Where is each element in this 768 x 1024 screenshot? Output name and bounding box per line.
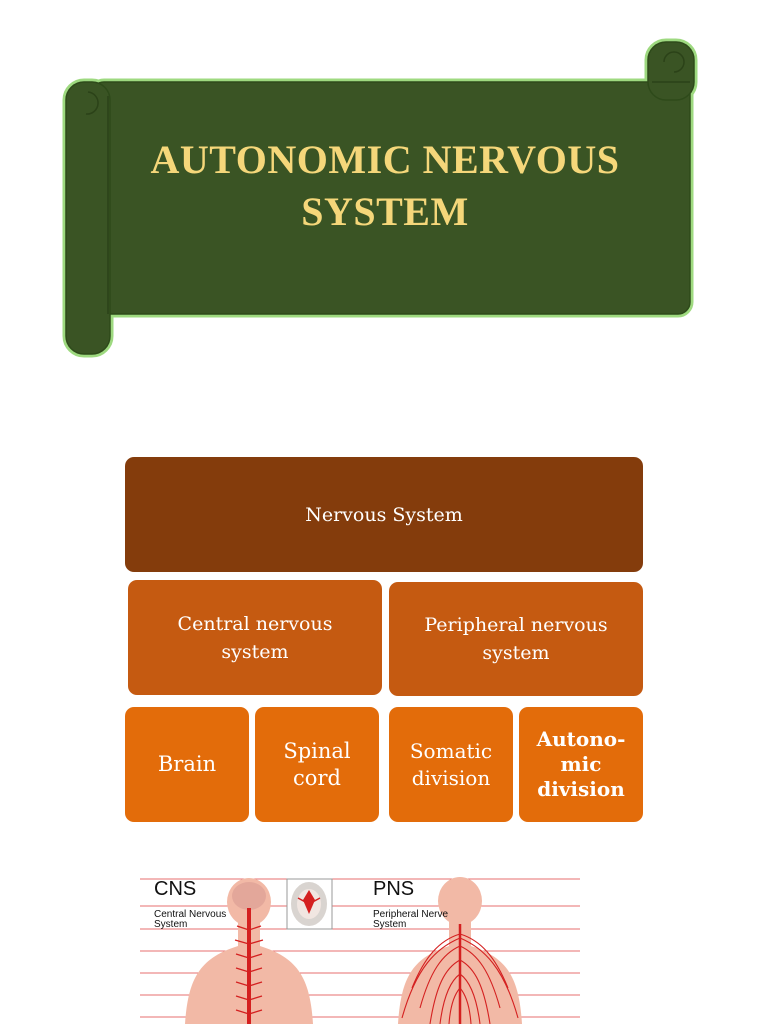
title-banner-scroll [62,38,698,358]
node-spinal-cord: Spinal cord [255,707,379,822]
node-label: Nervous System [305,503,463,526]
node-brain: Brain [125,707,249,822]
anatomy-figure [140,877,580,1024]
node-label: Spinal cord [283,738,351,790]
cns-body-figure [185,878,313,1024]
node-nervous-system: Nervous System [125,457,643,572]
node-label: Autono- mic division [536,727,626,801]
node-peripheral-nervous-system: Peripheral nervous system [389,582,643,696]
cns-caption: Central Nervous System [154,909,227,930]
node-label: Brain [157,752,217,776]
node-central-nervous-system: Central nervous system [128,580,382,695]
pns-body-figure [398,877,522,1024]
pns-heading: PNS [373,878,415,900]
node-autonomic-division: Autono- mic division [519,707,643,822]
cns-pns-illustration: CNS Central Nervous System PNS Periphera… [140,868,585,1024]
cns-heading: CNS [154,878,197,900]
node-somatic-division: Somatic division [389,707,513,822]
node-label: Central nervous system [177,612,333,663]
node-label: Peripheral nervous system [424,614,608,664]
pns-caption: Peripheral Nerve System [373,909,449,930]
page-title: AUTONOMIC NERVOUS SYSTEM [150,137,620,234]
node-label: Somatic division [409,738,493,790]
brain-inset-image [286,878,333,930]
